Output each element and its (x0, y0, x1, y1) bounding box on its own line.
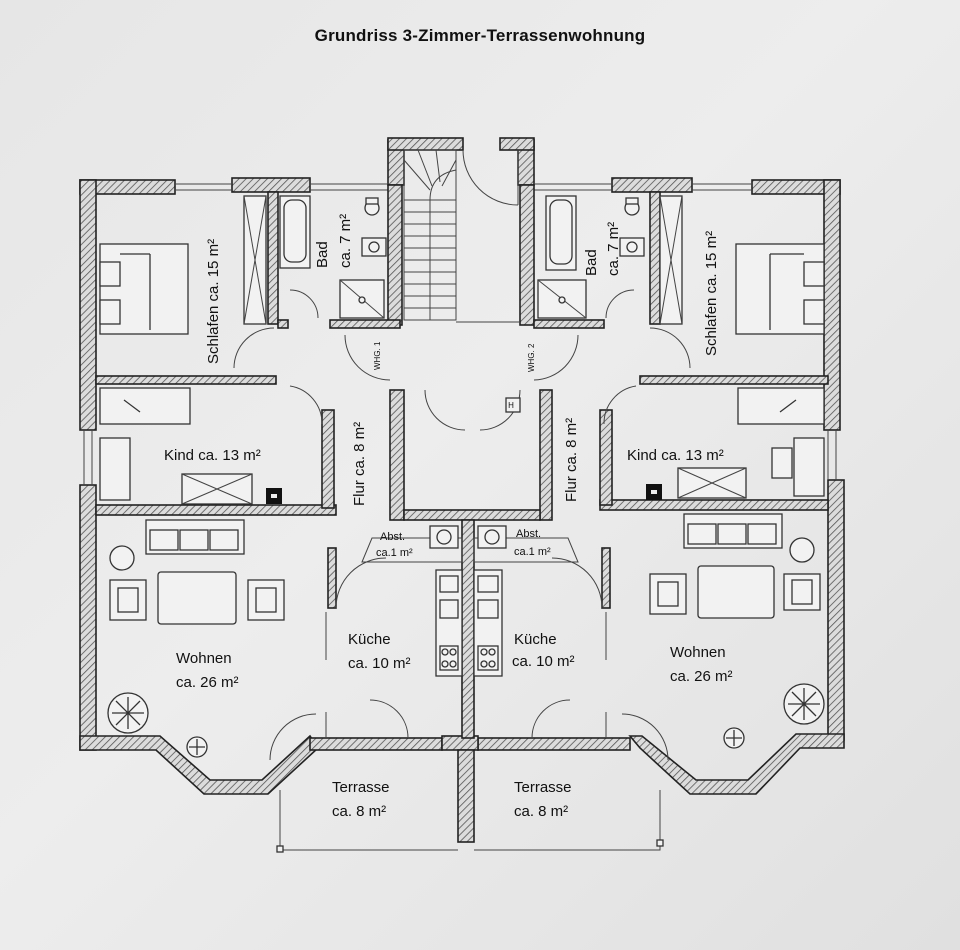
room-area-kueche-right: ca. 10 m² (512, 653, 575, 670)
room-label-kueche-left: Küche (348, 631, 391, 648)
windows (83, 183, 837, 485)
room-label-schlafen-right: Schlafen ca. 15 m² (703, 231, 720, 356)
room-area-bad-left: ca. 7 m² (337, 214, 354, 268)
room-area-kueche-left: ca. 10 m² (348, 655, 411, 672)
room-label-bad-right: Bad (583, 249, 600, 276)
room-area-abst-right: ca.1 m² (514, 546, 551, 558)
svg-text:H: H (508, 401, 514, 410)
left-unit-labels: Schlafen ca. 15 m² Bad ca. 7 m² Kind ca.… (164, 214, 413, 820)
room-label-terrasse-right: Terrasse (514, 779, 572, 796)
room-label-flur-right: Flur ca. 8 m² (563, 418, 580, 502)
unit-label-whg-1: WHG. 1 (373, 341, 382, 370)
right-unit-labels: Schlafen ca. 15 m² Bad ca. 7 m² Kind ca.… (512, 222, 733, 820)
room-label-kueche-right: Küche (514, 631, 557, 648)
staircase: H (344, 149, 579, 431)
page-title: Grundriss 3-Zimmer-Terrassenwohnung (314, 26, 646, 45)
room-area-wohnen-right: ca. 26 m² (670, 668, 733, 685)
room-label-abst-left: Abst. (380, 531, 405, 543)
terrace-outline (276, 790, 664, 853)
outer-walls (79, 137, 845, 795)
room-label-terrasse-left: Terrasse (332, 779, 390, 796)
room-area-abst-left: ca.1 m² (376, 547, 413, 559)
room-area-bad-right: ca. 7 m² (605, 222, 622, 276)
room-label-kind-right: Kind ca. 13 m² (627, 447, 724, 464)
right-unit-furniture (473, 195, 825, 761)
room-label-flur-left: Flur ca. 8 m² (351, 422, 368, 506)
room-label-schlafen-left: Schlafen ca. 15 m² (205, 239, 222, 364)
unit-label-whg-2: WHG. 2 (527, 343, 536, 372)
room-area-terrasse-right: ca. 8 m² (514, 803, 568, 820)
room-label-kind-left: Kind ca. 13 m² (164, 447, 261, 464)
room-label-wohnen-right: Wohnen (670, 644, 726, 661)
inner-walls (95, 184, 829, 843)
room-label-wohnen-left: Wohnen (176, 650, 232, 667)
room-area-wohnen-left: ca. 26 m² (176, 674, 239, 691)
room-label-bad-left: Bad (314, 241, 331, 268)
room-label-abst-right: Abst. (516, 528, 541, 540)
room-area-terrasse-left: ca. 8 m² (332, 803, 386, 820)
left-unit-furniture (99, 195, 463, 761)
